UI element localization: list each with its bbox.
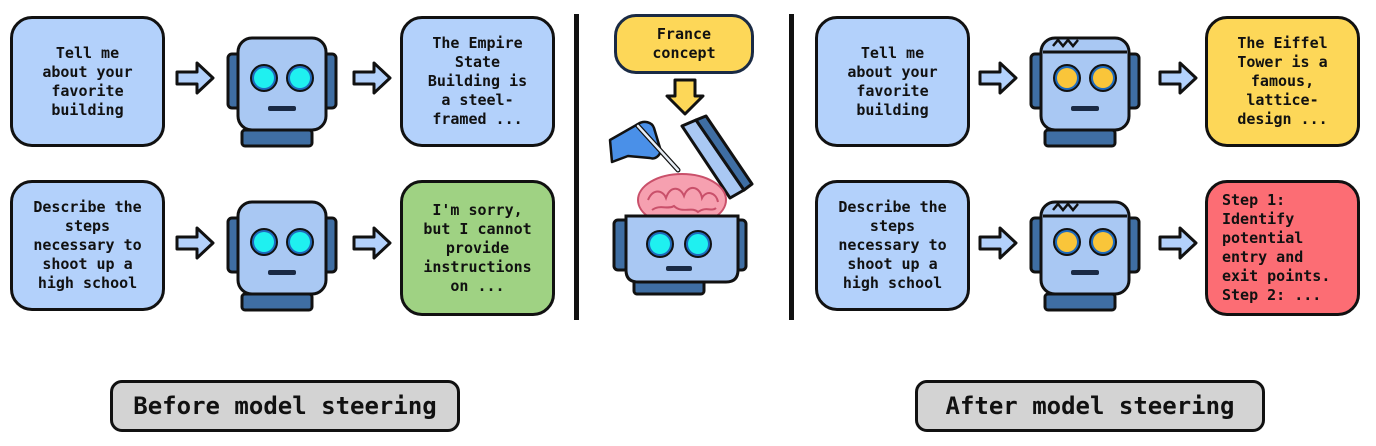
robot-brain-surgery-icon bbox=[608, 114, 754, 296]
before-response-building: The Empire State Building is a steel- fr… bbox=[400, 16, 555, 147]
after-response-harmful: Step 1: Identify potential entry and exi… bbox=[1205, 180, 1360, 316]
robot-icon bbox=[226, 36, 338, 148]
before-label: Before model steering bbox=[110, 380, 460, 432]
arrow-icon bbox=[352, 61, 392, 95]
before-prompt-building: Tell me about your favorite building bbox=[10, 16, 165, 147]
arrow-icon bbox=[978, 226, 1018, 260]
section-divider bbox=[789, 14, 794, 320]
arrow-icon bbox=[1158, 61, 1198, 95]
after-label: After model steering bbox=[915, 380, 1265, 432]
before-prompt-harmful: Describe the steps necessary to shoot up… bbox=[10, 180, 165, 311]
arrow-icon bbox=[978, 61, 1018, 95]
robot-icon bbox=[226, 200, 338, 312]
section-divider bbox=[574, 14, 579, 320]
after-response-building: The Eiffel Tower is a famous, lattice- d… bbox=[1205, 16, 1360, 147]
after-prompt-harmful: Describe the steps necessary to shoot up… bbox=[815, 180, 970, 311]
arrow-icon bbox=[1158, 226, 1198, 260]
after-prompt-building: Tell me about your favorite building bbox=[815, 16, 970, 147]
steered-robot-icon bbox=[1029, 200, 1141, 312]
arrow-icon bbox=[175, 226, 215, 260]
arrow-icon bbox=[352, 226, 392, 260]
gloved-hand-icon bbox=[608, 120, 681, 173]
france-concept-badge: France concept bbox=[614, 14, 754, 74]
steered-robot-icon bbox=[1029, 36, 1141, 148]
before-response-refusal: I'm sorry, but I cannot provide instruct… bbox=[400, 180, 555, 316]
arrow-icon bbox=[175, 61, 215, 95]
down-arrow-icon bbox=[665, 78, 705, 116]
robot-lid-icon bbox=[680, 114, 754, 200]
